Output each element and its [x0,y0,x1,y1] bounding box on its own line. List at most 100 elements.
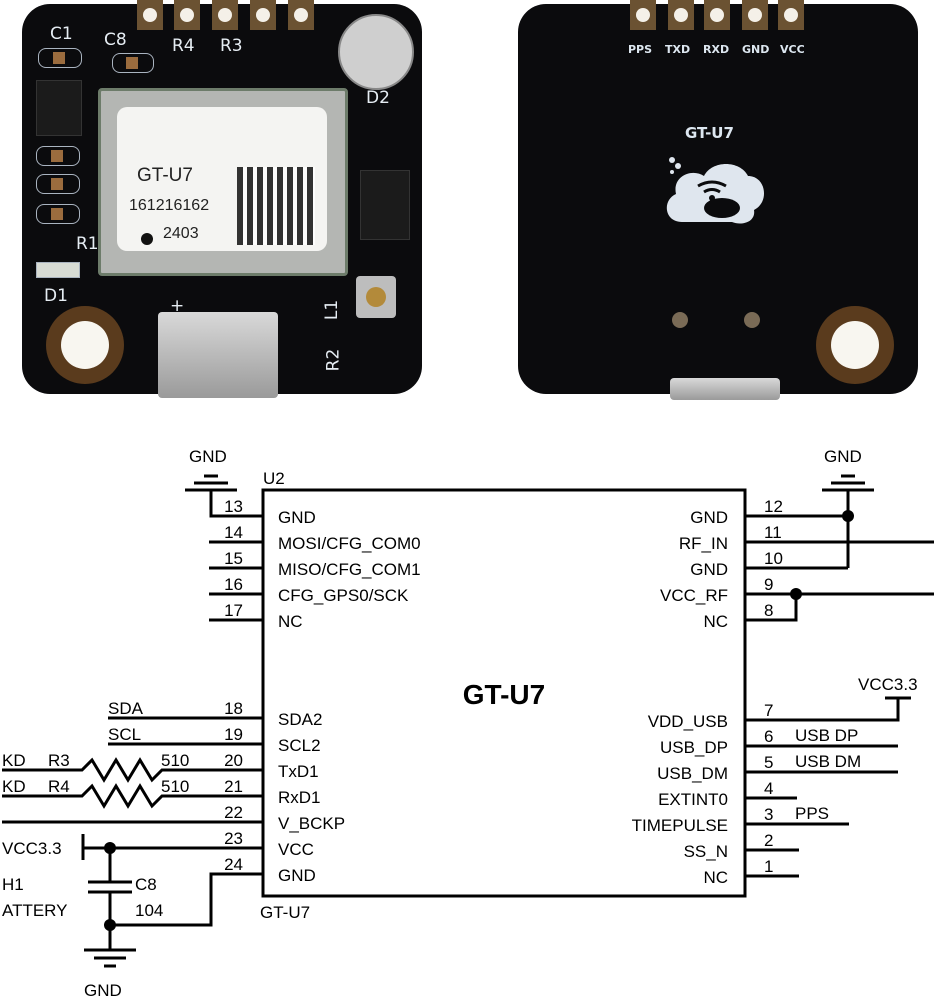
capacitor-2 [36,146,80,166]
net-gnd-top-left: GND [189,447,227,466]
net-scl: SCL [108,725,141,744]
silk-r1: R1 [76,234,99,254]
capacitor-4 [36,204,80,224]
pin-number: 2 [764,831,773,850]
front-board-photo: C1 C8 R4 R3 D2 R1 D1 L1 R2 + GT-U7 16121… [0,0,430,400]
junction-dot [104,919,116,931]
ref-r4: R4 [48,777,70,796]
silk-r4: R4 [172,36,195,56]
pin-label-pps: PPS [628,43,653,56]
pin-number: 21 [224,777,243,796]
junction-dot [842,510,854,522]
pin-name: VDD_USB [648,712,728,731]
val-c8: 104 [135,901,163,920]
net-usb-dp: USB DP [795,726,858,745]
ic-part-name: GT-U7 [260,903,310,922]
module-serial: 161216162 [129,197,210,214]
ref-c8: C8 [135,875,157,894]
pin-name: RxD1 [278,788,321,807]
via-2 [744,312,760,328]
capacitor-3 [36,174,80,194]
mounting-hole-back [816,306,894,384]
junction-dot [790,588,802,600]
pin-number: 6 [764,727,773,746]
pin-number: 16 [224,575,243,594]
usb-c-port-back [670,378,780,400]
pin-number: 15 [224,549,243,568]
pin-name: SS_N [684,842,728,861]
pin-number: 9 [764,575,773,594]
pin-number: 1 [764,857,773,876]
pin-name: RF_IN [679,534,728,553]
pin-name: NC [278,612,303,631]
pin-name: VCC [278,840,314,859]
schematic: GND U2 GND GT-U7 GT-U7 SDA SCL KD R3 510… [2,447,934,1000]
silk-plus: + [170,296,185,316]
back-board-photo: PPS TXD RXD GND VCC GT-U7 [510,0,938,400]
pin-name: VCC_RF [660,586,728,605]
net-vcc-left: VCC3.3 [2,839,62,858]
pin-name: SDA2 [278,710,322,729]
val-r3: 510 [161,751,189,770]
pin-number: 17 [224,601,243,620]
gps-module: GT-U7 161216162 2403 [98,88,348,276]
net-r3: KD [2,751,26,770]
ic-center-title: GT-U7 [463,679,545,710]
pin-name: MISO/CFG_COM1 [278,560,421,579]
pin-name: GND [278,508,316,527]
pin-number: 14 [224,523,243,542]
net-gnd-top-right: GND [824,447,862,466]
pin-number: 8 [764,601,773,620]
pin-number: 20 [224,751,243,770]
antenna-connector [356,276,396,318]
net-gnd-bottom: GND [84,981,122,1000]
net-pps: PPS [795,804,829,823]
pin-name: NC [703,612,728,631]
pin-label-txd: TXD [665,43,691,56]
pin-name: GND [278,866,316,885]
silk-l1: L1 [322,299,343,321]
pin-number: 18 [224,699,243,718]
pin-number: 10 [764,549,783,568]
capacitor-c8 [112,53,154,73]
pin-name: USB_DP [660,738,728,757]
label-battery: ATTERY [2,901,68,920]
pin-name: V_BCKP [278,814,345,833]
pin-name: NC [703,868,728,887]
pin-name: USB_DM [657,764,728,783]
pin-number: 7 [764,701,773,720]
mounting-hole [46,306,124,384]
label-h1: H1 [2,875,24,894]
net-usb-dm: USB DM [795,752,861,771]
pin-number: 12 [764,497,783,516]
pin-number: 19 [224,725,243,744]
pin-number: 22 [224,803,243,822]
pin-name: GND [690,560,728,579]
pin-label-rxd: RXD [703,43,730,56]
pin-number: 23 [224,829,243,848]
pin-name: GND [690,508,728,527]
pin-name: EXTINT0 [658,790,728,809]
back-model-label: GT-U7 [685,124,734,142]
regulator-chip [36,80,82,136]
dot-marker [141,233,153,245]
ic-body [261,488,747,898]
pin-number: 5 [764,753,773,772]
val-r4: 510 [161,777,189,796]
pin-name: TxD1 [278,762,319,781]
silk-c1: C1 [50,24,73,44]
qr-code [237,167,315,245]
silk-c8: C8 [104,30,127,50]
net-sda: SDA [108,699,144,718]
pin-name: SCL2 [278,736,321,755]
pin-name: CFG_GPS0/SCK [278,586,409,605]
eeprom-chip [360,170,410,240]
usb-c-port [158,312,278,398]
module-date-code: 2403 [163,225,199,242]
pin-name: MOSI/CFG_COM0 [278,534,421,553]
junction-dot [104,842,116,854]
cloud-wifi-logo-icon [666,157,765,224]
ref-r3: R3 [48,751,70,770]
pin-number: 4 [764,779,773,798]
pin-label-gnd: GND [742,43,770,56]
